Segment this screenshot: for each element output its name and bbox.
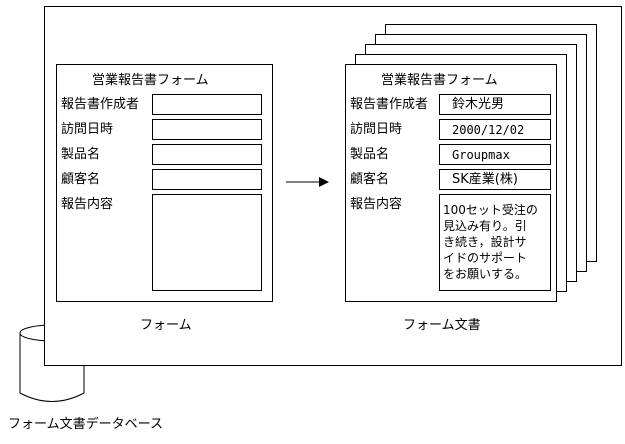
form-template-input-product[interactable] xyxy=(152,144,262,165)
form-document-label-visit-date: 訪問日時 xyxy=(350,122,403,137)
form-document-value-author: 鈴木光男 xyxy=(452,97,505,112)
form-document-field-customer[interactable] xyxy=(439,169,551,190)
form-document-value-report: 100セット受注の 見込み有り。引 き続き，設計サ イドのサポート をお願いする… xyxy=(443,202,551,290)
form-document-label-product: 製品名 xyxy=(350,147,390,162)
form-template-label-report: 報告内容 xyxy=(61,197,114,212)
form-template-input-customer[interactable] xyxy=(152,169,262,190)
form-document-caption: フォーム文書 xyxy=(403,318,481,333)
form-template-label-author: 報告書作成者 xyxy=(61,97,140,112)
form-template-title: 営業報告書フォーム xyxy=(92,73,209,88)
form-document-field-author[interactable] xyxy=(439,94,551,115)
report-line: をお願いする。 xyxy=(443,267,528,281)
form-template-label-customer: 顧客名 xyxy=(61,172,101,187)
arrow-right-icon xyxy=(286,177,329,187)
form-template-input-visit-date[interactable] xyxy=(152,119,262,140)
form-document-field-visit-date[interactable] xyxy=(439,119,551,140)
form-document-field-product[interactable] xyxy=(439,144,551,165)
report-line: 100セット受注の xyxy=(443,203,538,217)
form-template-label-product: 製品名 xyxy=(61,147,101,162)
form-document-value-visit-date: 2000/12/02 xyxy=(452,123,525,137)
form-template-caption: フォーム xyxy=(140,318,192,333)
form-document-value-product: Groupmax xyxy=(452,148,510,162)
form-document-label-customer: 顧客名 xyxy=(350,172,390,187)
form-template-input-author[interactable] xyxy=(152,94,262,115)
form-document-title: 営業報告書フォーム xyxy=(381,73,498,88)
form-document-label-author: 報告書作成者 xyxy=(350,97,429,112)
database-label: フォーム文書データベース xyxy=(8,417,163,432)
report-line: 見込み有り。引 xyxy=(443,219,527,233)
form-template-input-report[interactable] xyxy=(152,194,262,291)
report-line: き続き，設計サ xyxy=(443,235,527,249)
form-document-field-report[interactable] xyxy=(439,194,551,291)
report-line: イドのサポート xyxy=(443,251,528,265)
form-template-label-visit-date: 訪問日時 xyxy=(61,122,114,137)
form-document-label-report: 報告内容 xyxy=(350,197,403,212)
form-document-value-customer: SK産業(株) xyxy=(452,172,518,187)
